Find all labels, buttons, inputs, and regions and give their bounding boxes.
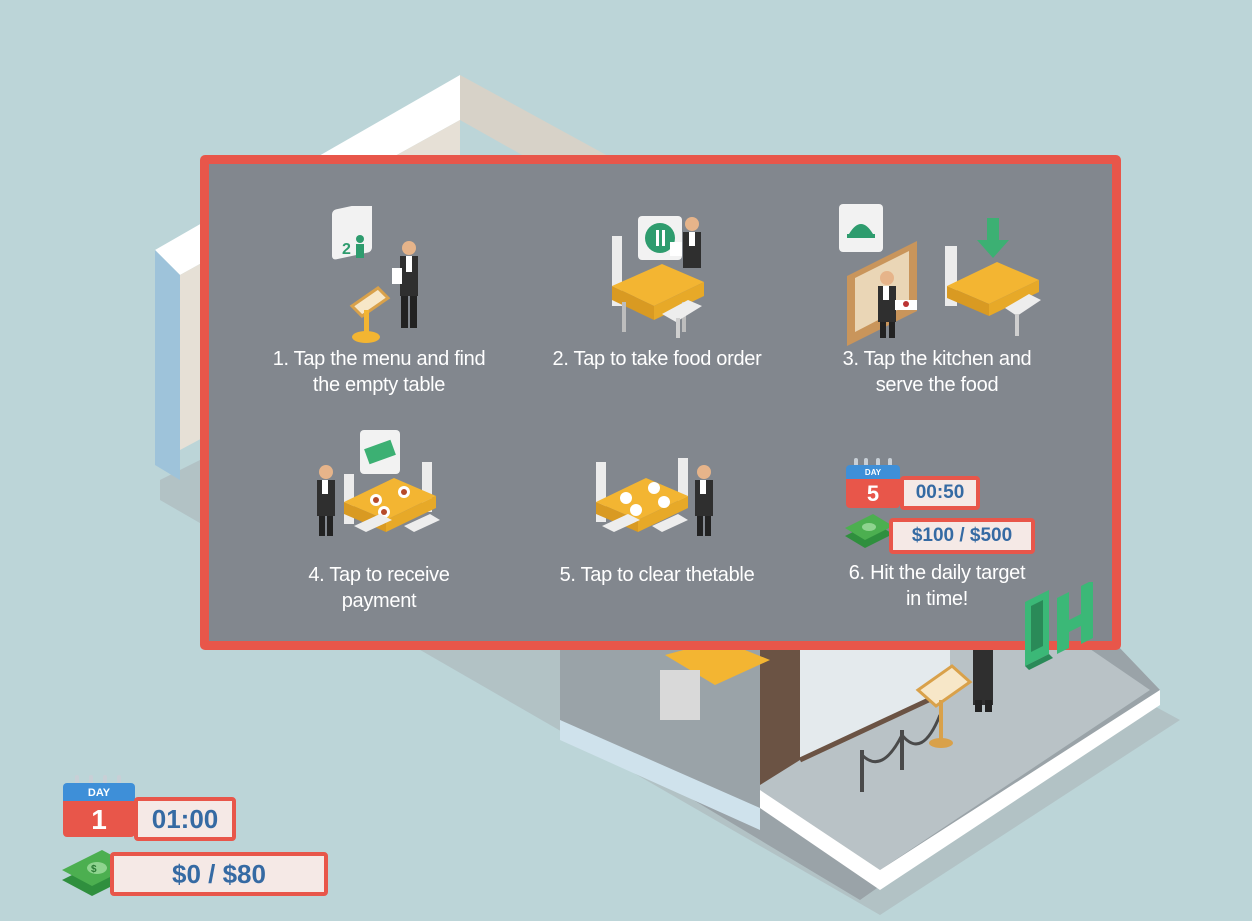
- step-1-label: 1. Tap the menu and find the empty table: [272, 348, 486, 396]
- tutorial-step-2: 2. Tap to take food order: [527, 206, 787, 372]
- example-money-icon: [845, 514, 893, 548]
- step-5-label: 5. Tap to clear thetable: [559, 564, 755, 586]
- tutorial-step-1: 2 1. Tap the menu and find the empty tab…: [249, 206, 509, 398]
- take-order-icon: [612, 216, 704, 338]
- receive-payment-icon: [317, 430, 440, 536]
- calendar-icon: DAY 1: [63, 775, 135, 837]
- step-2-label: 2. Tap to take food order: [552, 348, 762, 370]
- kitchen-serve-icon: [839, 204, 1041, 346]
- day-number: 1: [63, 801, 135, 837]
- step-3-label: 3. Tap the kitchen and serve the food: [842, 348, 1032, 396]
- step-6-label: 6. Hit the daily target in time!: [848, 562, 1026, 610]
- daily-target-icon: DAY 5 00:50 $100 / $500: [807, 422, 1067, 562]
- example-money-progress: $100 / $500: [889, 518, 1035, 554]
- tutorial-step-6: DAY 5 00:50 $100 / $500 6. Hit the daily…: [807, 422, 1067, 627]
- clear-table-icon: [596, 458, 713, 536]
- svg-text:2: 2: [342, 241, 351, 258]
- calendar-rings: [846, 458, 900, 468]
- host-stand-icon: 2: [332, 206, 418, 343]
- money-progress: $0 / $80: [110, 852, 328, 896]
- example-day-label: DAY: [846, 465, 900, 479]
- calendar-rings: [63, 775, 135, 785]
- tutorial-panel: 2 1. Tap the menu and find the empty tab…: [200, 155, 1121, 670]
- example-timer: 00:50: [900, 476, 980, 510]
- timer-display: 01:00: [134, 797, 236, 841]
- tutorial-step-5: 5. Tap to clear thetable: [527, 422, 787, 588]
- svg-text:$: $: [91, 864, 97, 875]
- step-4-label: 4. Tap to receive payment: [308, 564, 450, 612]
- tutorial-step-3: 3. Tap the kitchen and serve the food: [807, 196, 1067, 398]
- day-label: DAY: [63, 783, 135, 801]
- ok-confirm-button[interactable]: [1021, 582, 1101, 674]
- tutorial-step-4: 4. Tap to receive payment: [249, 422, 509, 614]
- example-day-number: 5: [846, 479, 900, 508]
- example-calendar-icon: DAY 5: [846, 458, 900, 508]
